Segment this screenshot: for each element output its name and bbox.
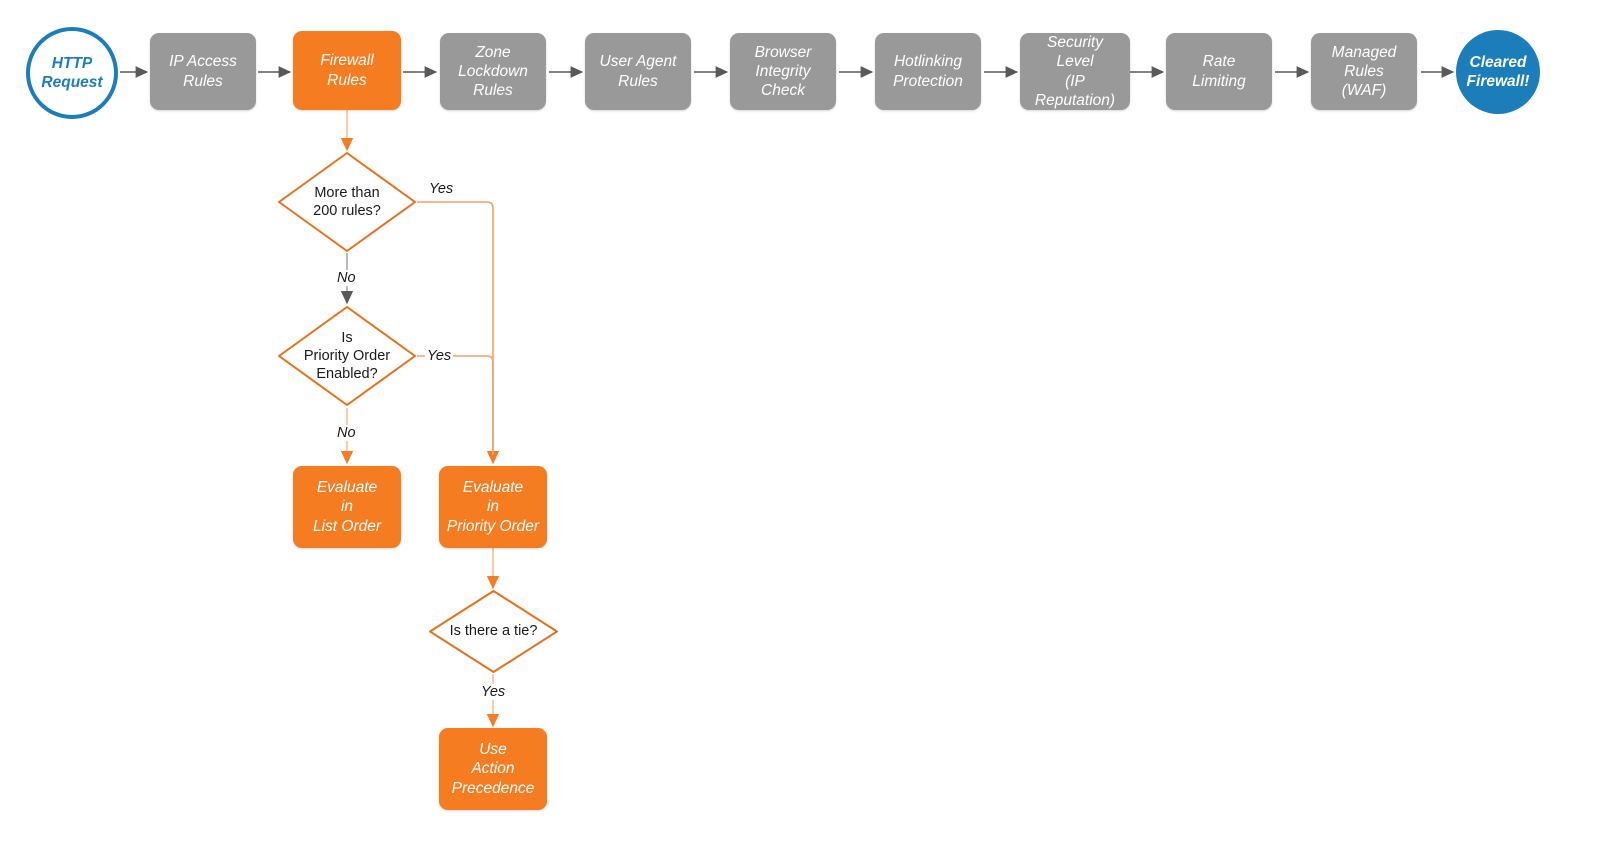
stage-label: Firewall Rules [320, 52, 374, 89]
stage-hotlinking-protection[interactable]: Hotlinking Protection [875, 33, 981, 110]
edge-label-no-200-rules: No [335, 270, 358, 286]
stage-ip-access-rules[interactable]: IP Access Rules [150, 33, 256, 110]
stage-managed-rules-waf[interactable]: Managed Rules (WAF) [1311, 33, 1417, 110]
stage-rate-limiting[interactable]: Rate Limiting [1166, 33, 1272, 110]
outcome-label: Evaluate in Priority Order [446, 479, 540, 535]
stage-firewall-rules[interactable]: Firewall Rules [293, 31, 401, 110]
stage-zone-lockdown-rules[interactable]: Zone Lockdown Rules [440, 33, 546, 110]
diamond-shape-icon [278, 152, 416, 252]
decision-is-there-a-tie[interactable]: Is there a tie? [428, 589, 559, 674]
outcome-label: Use Action Precedence [451, 741, 535, 797]
stage-label: Browser Integrity Check [754, 43, 812, 100]
stage-label: Hotlinking Protection [893, 53, 963, 90]
outcome-evaluate-in-priority-order[interactable]: Evaluate in Priority Order [439, 466, 547, 548]
stage-label: User Agent Rules [599, 53, 677, 90]
end-node-label: Cleared Firewall! [1466, 53, 1530, 90]
outcome-use-action-precedence[interactable]: Use Action Precedence [439, 728, 547, 810]
diamond-shape-icon [278, 306, 416, 406]
outcome-label: Evaluate in List Order [312, 479, 382, 535]
edge-label-yes-tie: Yes [479, 684, 508, 700]
stage-label: Rate Limiting [1192, 53, 1246, 90]
outcome-evaluate-in-list-order[interactable]: Evaluate in List Order [293, 466, 401, 548]
stage-label: Managed Rules (WAF) [1331, 43, 1397, 100]
stage-browser-integrity-check[interactable]: Browser Integrity Check [730, 33, 836, 110]
decision-label: More than 200 rules? [313, 184, 381, 219]
stage-label: IP Access Rules [169, 53, 237, 90]
diamond-shape-icon [429, 590, 558, 673]
start-node-label: HTTP Request [41, 54, 103, 91]
end-node-cleared-firewall[interactable]: Cleared Firewall! [1456, 30, 1540, 114]
stage-user-agent-rules[interactable]: User Agent Rules [585, 33, 691, 110]
edge-label-yes-200-rules: Yes [427, 181, 456, 197]
edge-label-no-priority-order: No [335, 425, 358, 441]
stage-label: Zone Lockdown Rules [458, 43, 528, 100]
decision-is-priority-order-enabled[interactable]: Is Priority Order Enabled? [277, 305, 417, 407]
stage-label: Security Level (IP Reputation) [1034, 34, 1116, 109]
decision-label: Is there a tie? [449, 623, 538, 640]
start-node-http-request[interactable]: HTTP Request [26, 27, 118, 119]
decision-more-than-200-rules[interactable]: More than 200 rules? [277, 151, 417, 253]
decision-label: Is Priority Order Enabled? [303, 329, 391, 383]
edge-label-yes-priority-order: Yes [425, 348, 454, 364]
stage-security-level[interactable]: Security Level (IP Reputation) [1020, 33, 1130, 110]
